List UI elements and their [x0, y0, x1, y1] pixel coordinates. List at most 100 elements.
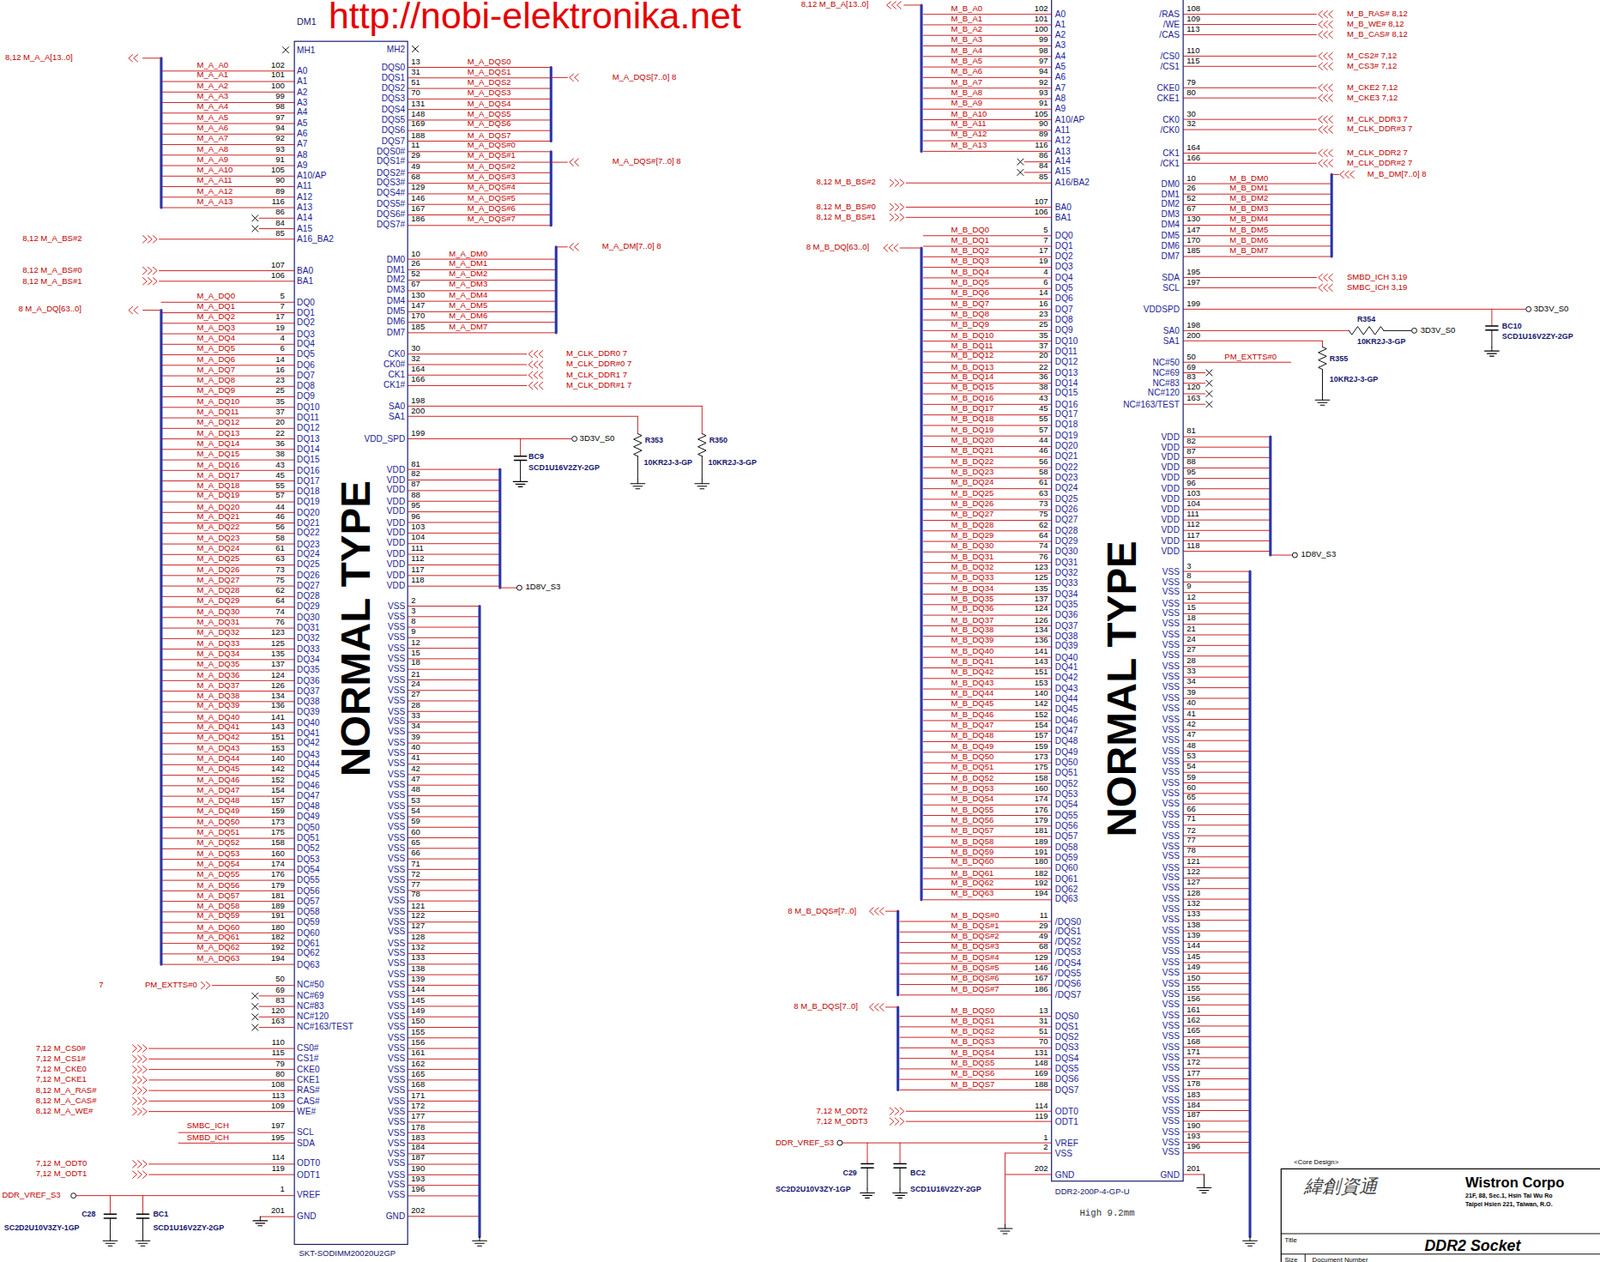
pin-number: 85: [1038, 173, 1049, 182]
pin-name: DQ57: [1055, 832, 1078, 841]
pin-name: CK0#: [383, 360, 405, 369]
pin-number: 16: [275, 366, 285, 375]
pin-name: VSS: [1162, 1116, 1180, 1125]
pin-name: SA1: [388, 411, 405, 421]
pin-number: 143: [1034, 658, 1049, 667]
net-name: M_B_DQ40: [951, 647, 995, 657]
net-name: M_B_DQS#2: [951, 932, 1000, 942]
pin-name: VSS: [387, 1191, 405, 1201]
pin-name: A0: [1055, 9, 1066, 19]
net-name: M_A_DQ32: [197, 628, 241, 638]
net-name: M_A_DQ40: [197, 712, 241, 722]
pin-name: DQ5: [296, 350, 315, 359]
pin-name: VSS: [387, 790, 405, 800]
pin-name: VSS: [1162, 990, 1180, 999]
pin-name: VSS: [1162, 630, 1180, 640]
pin-name: VSS: [387, 1138, 405, 1148]
pin-number: 153: [1034, 679, 1049, 689]
pin-name: DQ47: [296, 791, 320, 801]
pin-number: 193: [410, 1175, 425, 1184]
pin-number: 47: [410, 775, 421, 785]
pin-number: 139: [1186, 931, 1201, 941]
pin-name: VSS: [387, 654, 405, 664]
pin-name: DQ12: [1055, 357, 1078, 367]
pin-name: DQ2: [1055, 252, 1074, 261]
offpage-arrow: [899, 1117, 905, 1125]
pin-number: 115: [271, 1049, 285, 1058]
pin-name: VSS: [387, 696, 405, 706]
pin-name: DQ21: [1055, 452, 1078, 461]
part-label: C28: [81, 1210, 96, 1219]
pin-number: 85: [275, 229, 285, 238]
net-name: M_A_DQ2: [197, 313, 236, 323]
offpage-arrow: [538, 361, 544, 369]
pin-name: VSS: [1162, 767, 1180, 777]
pin-name: DM4: [386, 296, 405, 306]
pin-name: A4: [1055, 51, 1066, 61]
net-name: 8,12 M_B_BS#2: [816, 178, 876, 188]
pin-number: 194: [1034, 890, 1049, 900]
pin-number: 44: [275, 502, 285, 512]
pin-number: 112: [1186, 520, 1200, 530]
power-port: [1292, 552, 1298, 558]
pin-name: DQ61: [296, 938, 320, 948]
pin-number: 120: [1186, 384, 1201, 393]
pin-name: DQ52: [1055, 778, 1078, 788]
pin-name: DQ59: [1055, 852, 1078, 862]
net-name: M_A_A13: [197, 198, 234, 207]
pin-number: 46: [275, 513, 285, 522]
net-name: M_B_DM1: [1229, 184, 1268, 194]
pin-name: DQ18: [1055, 421, 1078, 430]
net-name: M_B_DQ56: [951, 815, 995, 825]
offpage-arrow: [879, 1003, 884, 1011]
pin-name: DQ63: [1055, 894, 1078, 904]
part-name: DDR2-200P-4-GP-U: [1055, 1187, 1130, 1196]
pin-name: DQ16: [1055, 399, 1078, 409]
resistor-symbol: [698, 433, 707, 456]
pin-number: 150: [1186, 973, 1201, 983]
pin-number: 50: [1186, 352, 1196, 362]
net-name: M_B_CAS# 8,12: [1346, 30, 1408, 40]
offpage-arrow: [1318, 115, 1323, 123]
offpage-arrow: [143, 1086, 148, 1094]
net-name: M_A_DQS0: [467, 57, 512, 67]
pin-name: DQ36: [1055, 610, 1078, 620]
pin-number: 159: [271, 807, 285, 816]
pin-name: DQ26: [1055, 505, 1078, 514]
pin-number: 106: [271, 271, 285, 280]
offpage-arrow: [538, 371, 544, 379]
pin-name: NC#50: [296, 980, 324, 990]
pin-number: 142: [271, 765, 285, 774]
part-label: 10KR2J-3-GP: [707, 458, 757, 467]
pin-number: 8: [1186, 572, 1191, 581]
pin-number: 98: [1038, 46, 1049, 55]
pin-name: DQ31: [1055, 557, 1078, 567]
pin-number: 50: [275, 975, 285, 985]
pin-number: 181: [1034, 827, 1049, 836]
offpage-arrow: [133, 306, 139, 314]
net-name: M_B_A12: [951, 131, 988, 140]
offpage-arrow: [889, 203, 894, 211]
pin-name: /DQS1: [1055, 927, 1081, 936]
pin-name: CK0: [1162, 114, 1180, 124]
pin-number: 126: [1034, 615, 1049, 625]
pin-name: ODT0: [296, 1159, 320, 1169]
net-name: PM_EXTTS#0: [144, 981, 198, 991]
pin-number: 78: [1186, 846, 1196, 856]
pin-name: DQ58: [1055, 842, 1078, 852]
pin-number: 6: [280, 344, 285, 354]
pin-name: VSS: [1162, 1021, 1180, 1031]
pin-number: 137: [1034, 594, 1049, 604]
pin-number: 20: [275, 418, 285, 428]
net-name: M_A_DM4: [448, 291, 488, 301]
pin-name: VSS: [387, 959, 405, 968]
net-name: M_B_DQ25: [951, 489, 995, 499]
pin-name: A9: [296, 161, 308, 170]
pin-number: 103: [1186, 489, 1201, 499]
pin-number: 115: [1186, 56, 1200, 66]
offpage-arrow: [147, 235, 152, 243]
pin-number: 161: [1186, 1005, 1201, 1015]
net-name: M_B_A11: [951, 120, 987, 129]
watermark: http://nobi-elektronika.net: [328, 0, 742, 35]
pin-name: VSS: [1162, 651, 1180, 660]
